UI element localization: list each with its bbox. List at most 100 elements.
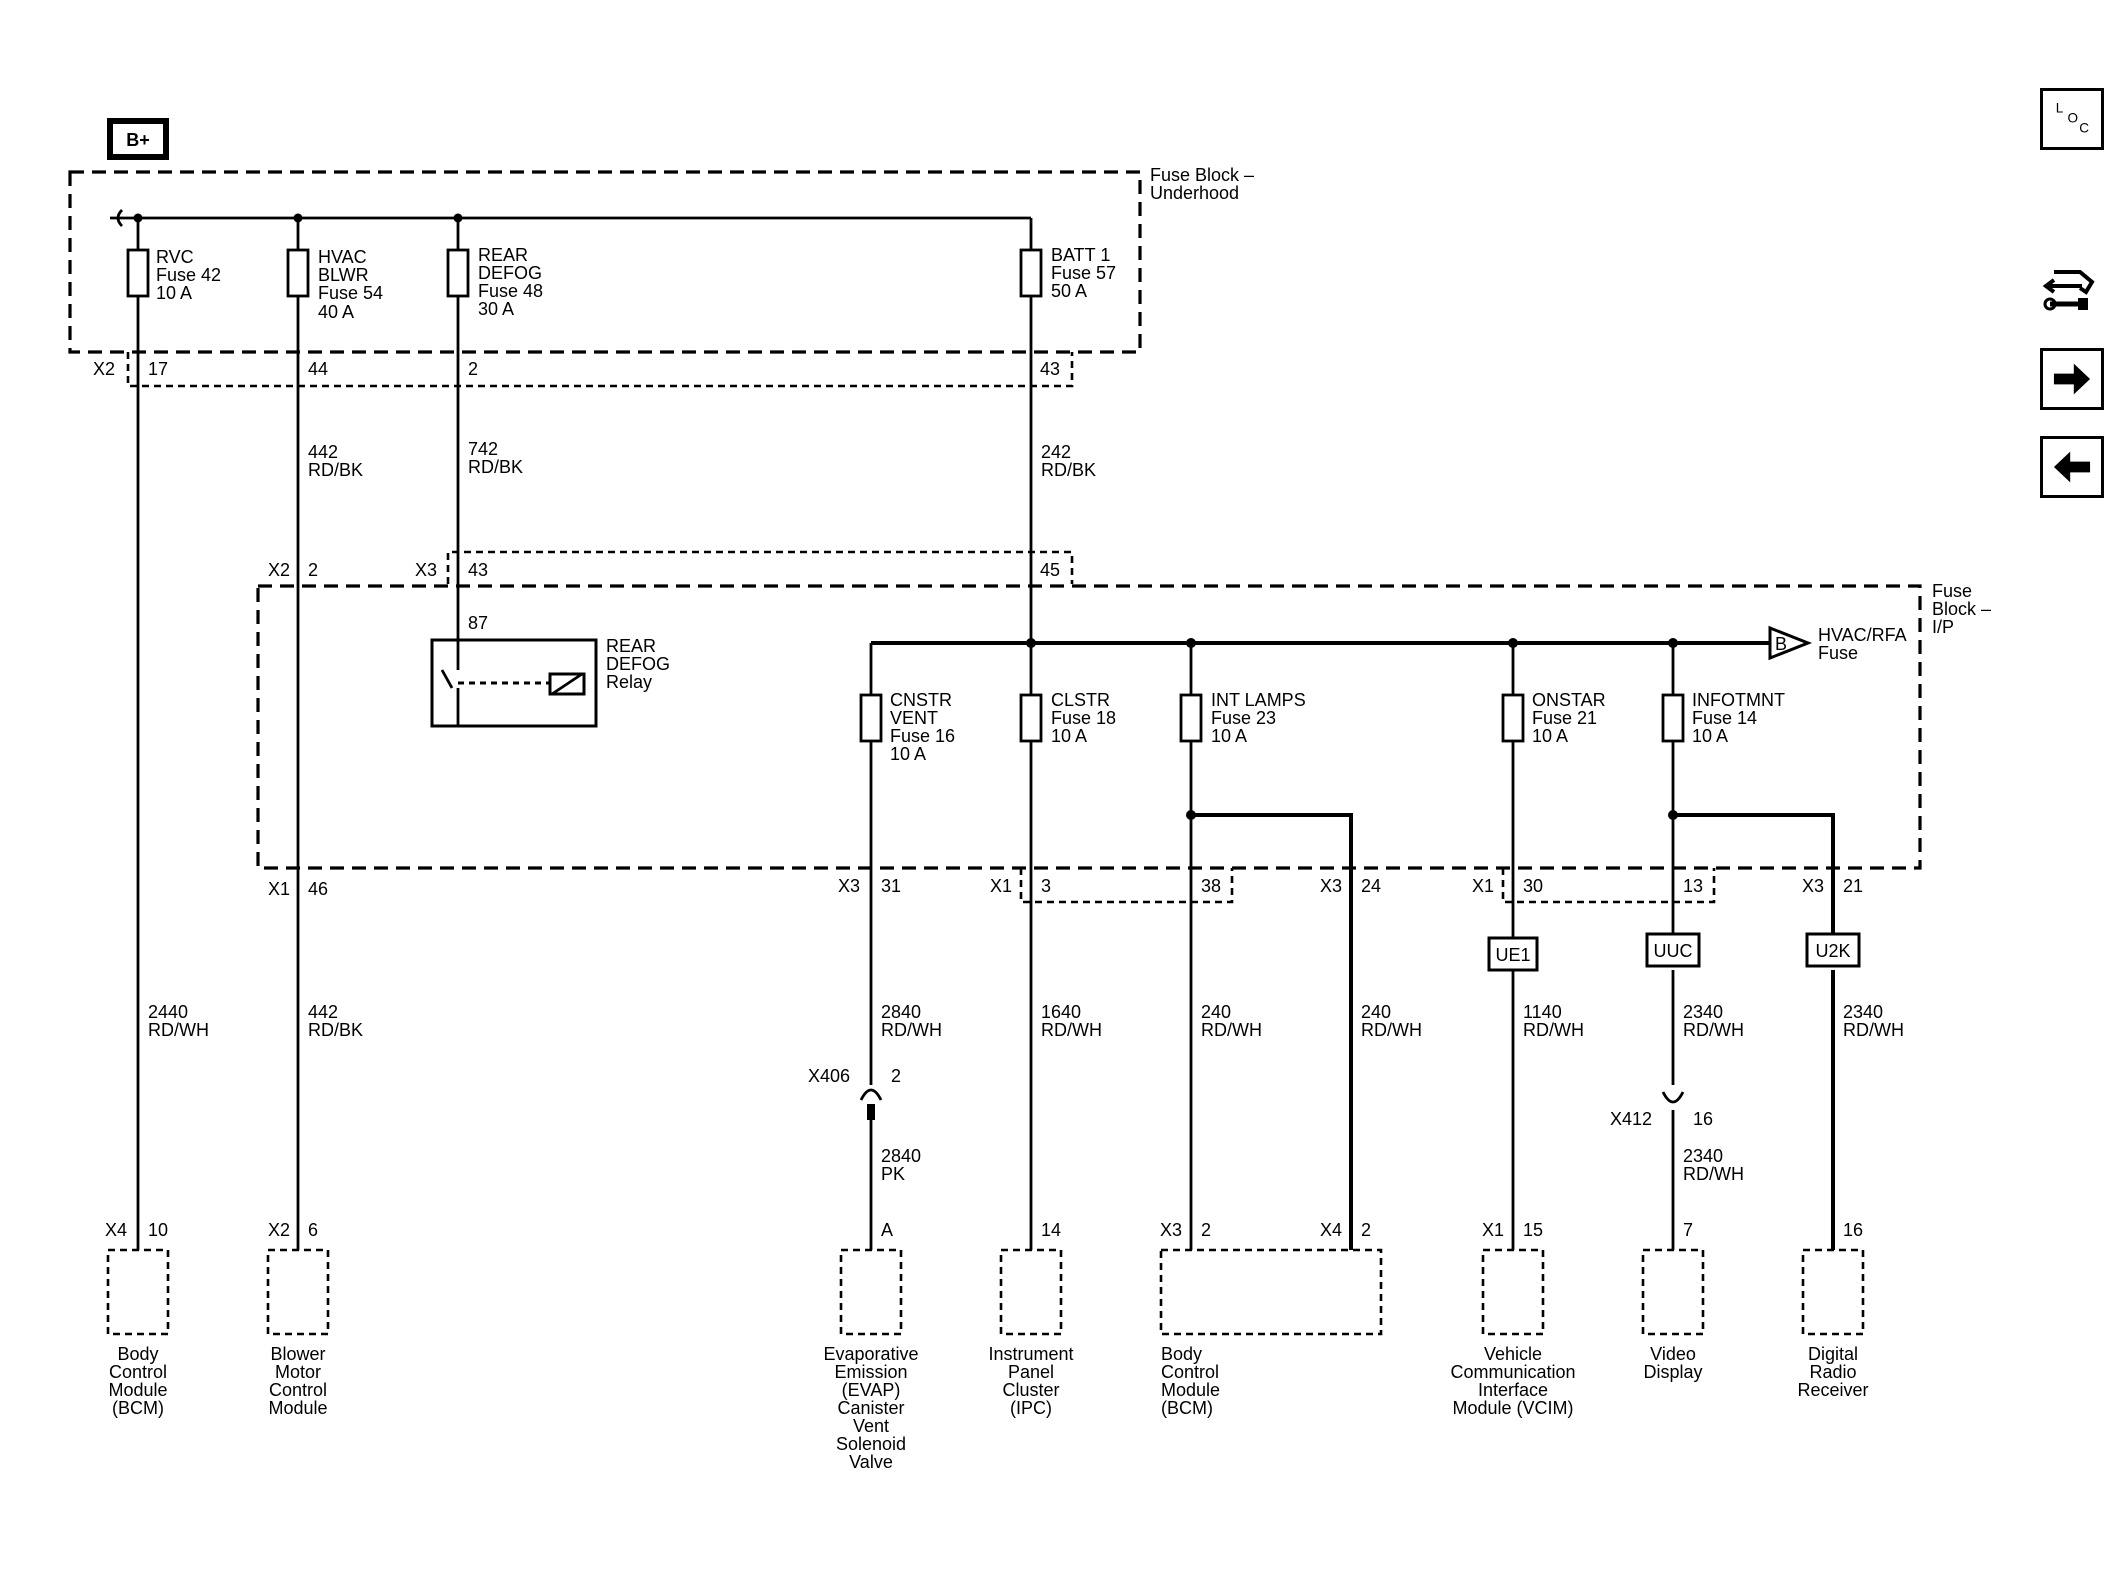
wire-label-color: RD/WH <box>1041 1020 1102 1040</box>
pin-7: 7 <box>1683 1220 1693 1240</box>
next-page-button[interactable] <box>2040 348 2104 410</box>
pin-16-x412: 16 <box>1693 1109 1713 1129</box>
text-line: (IPC) <box>1010 1398 1052 1418</box>
fuse-block-underhood-outline <box>68 170 1142 354</box>
wire-label-circuit: 240 <box>1361 1002 1391 1022</box>
ip-output-wires <box>869 741 1835 1250</box>
text-line: Video <box>1650 1344 1696 1364</box>
pin-2-x406: 2 <box>891 1066 901 1086</box>
text-line: Underhood <box>1150 183 1239 203</box>
fuse-rvc: RVC Fuse 42 10 A <box>126 218 221 303</box>
wire-label-color: RD/WH <box>881 1020 942 1040</box>
text-line: Canister <box>837 1398 904 1418</box>
pin-24: 24 <box>1361 876 1381 896</box>
wire-label-circuit: 1140 <box>1523 1002 1562 1022</box>
pin-15: 15 <box>1523 1220 1543 1240</box>
text-line: REAR <box>478 245 528 265</box>
loc-letter-c: C <box>2079 121 2089 136</box>
text-line: Display <box>1643 1362 1702 1382</box>
arrow-left-icon <box>2053 451 2091 483</box>
fuse-infotmnt-name: INFOTMNT <box>1692 690 1785 710</box>
hvac-rfa-letter: B <box>1775 634 1787 654</box>
fuse-onstar-name: ONSTAR <box>1532 690 1606 710</box>
splice-ue1-label: UE1 <box>1495 945 1530 965</box>
fuse-batt-1: BATT 1 Fuse 57 50 A <box>1019 245 1116 301</box>
previous-page-button[interactable] <box>2040 436 2104 498</box>
wire-label-color: RD/WH <box>1683 1164 1744 1184</box>
wire-label-circuit: 2340 <box>1683 1002 1723 1022</box>
fuse-block-underhood-label: Fuse Block –Underhood <box>1150 165 1254 203</box>
text-line: Fuse Block – <box>1150 165 1254 185</box>
power-source-label: B+ <box>126 130 150 150</box>
text-line: ONSTAR <box>1532 690 1606 710</box>
wire-label-color: RD/BK <box>308 460 363 480</box>
inline-connector-x412: X412 16 <box>1610 1091 1713 1250</box>
pin-44: 44 <box>308 359 328 379</box>
text-line: INT LAMPS <box>1211 690 1306 710</box>
pin-17: 17 <box>148 359 168 379</box>
wire-label-circuit: 2840 <box>881 1146 921 1166</box>
pin-45-ip: 45 <box>1040 560 1060 580</box>
text-line: Control <box>1161 1362 1219 1382</box>
conn-x2-ip: X2 <box>268 560 290 580</box>
text-line: Module (VCIM) <box>1452 1398 1573 1418</box>
pin-10: 10 <box>148 1220 168 1240</box>
fuse-batt-1-name: BATT 1 <box>1051 245 1110 265</box>
fuse-infotmnt-amps: 10 A <box>1692 726 1728 746</box>
text-line: DEFOG <box>478 263 542 283</box>
pin-43-ip: 43 <box>468 560 488 580</box>
text-line: (BCM) <box>1161 1398 1213 1418</box>
connector-view-button[interactable] <box>2040 258 2104 320</box>
component-box-evap <box>839 1248 903 1336</box>
text-line: (EVAP) <box>842 1380 901 1400</box>
fuse-rvc-amps: 10 A <box>156 283 192 303</box>
text-line: Interface <box>1478 1380 1548 1400</box>
conn-x3-int: X3 <box>1320 876 1342 896</box>
wire-label-color: RD/BK <box>468 457 523 477</box>
loc-letter-o: O <box>2067 111 2078 126</box>
pin-46: 46 <box>308 879 328 899</box>
pin-2-ip: 2 <box>308 560 318 580</box>
fuse-int-lamps-name: INT LAMPS <box>1211 690 1306 710</box>
pin-3: 3 <box>1041 876 1051 896</box>
fuse-onstar: ONSTAR Fuse 21 10 A <box>1501 643 1606 746</box>
wire-label-circuit: 2340 <box>1843 1002 1883 1022</box>
pin-2-bcm-x4: 2 <box>1361 1220 1371 1240</box>
text-line: Control <box>109 1362 167 1382</box>
loc-button[interactable]: L O C <box>2040 88 2104 150</box>
wire-label-color: RD/WH <box>1843 1020 1904 1040</box>
wire-label-color: RD/WH <box>1201 1020 1262 1040</box>
text-line: BLWR <box>318 265 369 285</box>
conn-x1-onstar: X1 <box>1472 876 1494 896</box>
conn-x406: X406 <box>808 1066 850 1086</box>
fuse-onstar-amps: 10 A <box>1532 726 1568 746</box>
text-line: Body <box>117 1344 158 1364</box>
ip-lower-band-2 <box>1501 868 1716 904</box>
text-line: Panel <box>1008 1362 1054 1382</box>
pin-30: 30 <box>1523 876 1543 896</box>
text-line: DEFOG <box>606 654 670 674</box>
text-line: HVAC <box>318 247 367 267</box>
wire-label-color: RD/WH <box>148 1020 209 1040</box>
underhood-connector-band <box>126 352 1074 388</box>
wire-label-color: RD/WH <box>1683 1020 1744 1040</box>
fuse-int-lamps-number: Fuse 23 <box>1211 708 1276 728</box>
text-line: Control <box>269 1380 327 1400</box>
text-line: Digital <box>1808 1344 1858 1364</box>
fuse-block-ip-outline <box>256 584 1922 870</box>
text-line: Vehicle <box>1484 1344 1542 1364</box>
pin-6: 6 <box>308 1220 318 1240</box>
fuse-clstr-name: CLSTR <box>1051 690 1110 710</box>
fuse-clstr-amps: 10 A <box>1051 726 1087 746</box>
fuse-rvc-name: RVC <box>156 247 194 267</box>
text-line: Motor <box>275 1362 321 1382</box>
pin-2-underhood: 2 <box>468 359 478 379</box>
wire-label-circuit: 242 <box>1041 442 1071 462</box>
pin-21: 21 <box>1843 876 1863 896</box>
